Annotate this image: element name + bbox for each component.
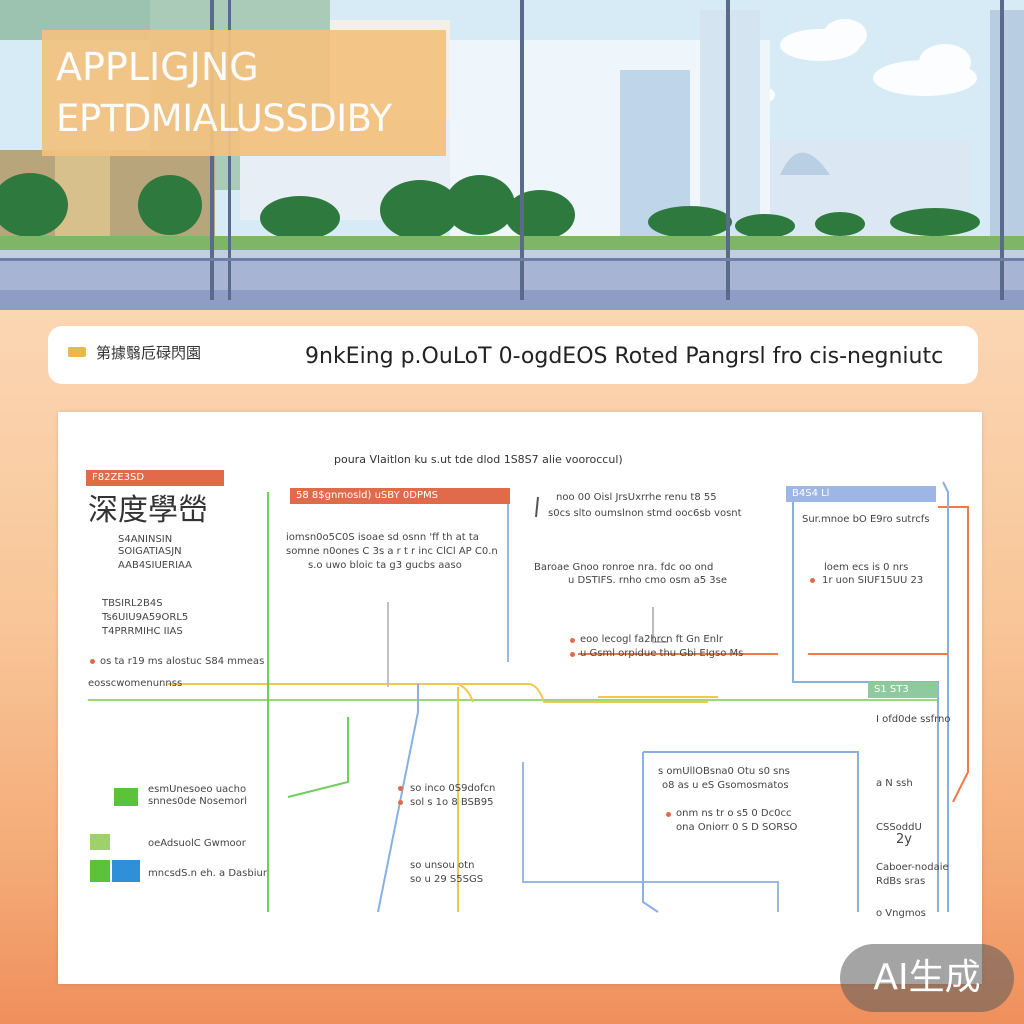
subtitle-right: 9nkEing p.OuLoT 0-ogdEOS Rotеd Pangrsl f… (305, 344, 944, 369)
bullet-dot (570, 638, 575, 643)
logo-icon (68, 347, 86, 357)
bullet-dot (570, 652, 575, 657)
tag-section-3: B4S4 Ll (786, 486, 936, 502)
col1-line-6: T4PRRMIHC IIAS (102, 626, 183, 637)
box-bottom-4: ona Oniorr 0 S D SORSO (676, 822, 798, 833)
right-row-2: a N ssh (876, 778, 913, 789)
legend-line-1: esmUnesoeo uacho (148, 784, 247, 795)
col1-line-1: S4ANINSIN (118, 534, 173, 545)
tag-section-2: 58 8$gnmosld) uSBY 0DPMS (290, 488, 510, 504)
right-row-4: 2y (896, 832, 912, 847)
legend-line-4: mncsdS.n eh. a Dasbiur (148, 868, 267, 879)
right-row-7: o Vngmos (876, 908, 926, 919)
legend-line-3: oeAdsuolC Gwmoor (148, 838, 246, 849)
title-banner: APPLIGJNG EPTDMIALUSSDIBY (42, 30, 446, 156)
col3-line-3: Baroae Gnoo ronroe nra. fdc oo ond (534, 562, 714, 573)
big-label: 深度學嵤 (88, 493, 208, 528)
mid-bottom-1: so inco 0S9dofcn (410, 783, 496, 794)
bullet-dot (398, 800, 403, 805)
box-bottom-3: onm ns tr o s5 0 Dc0cc (676, 808, 792, 819)
mid-bottom-2: sol s 1o 8 BSB95 (410, 797, 494, 808)
flowchart-document: poura Vlaitlon ku s.ut tde dlod 1S8S7 al… (58, 412, 982, 984)
title-line-1: APPLIGJNG (56, 45, 259, 89)
title-line-2: EPTDMIALUSSDIBY (56, 97, 392, 140)
right-row-1: I ofd0de ssfrno (876, 714, 951, 725)
legend-green-2-icon (90, 860, 110, 882)
right-row-5: Caboer-nodaie (876, 862, 949, 873)
document-header: poura Vlaitlon ku s.ut tde dlod 1S8S7 al… (334, 453, 623, 466)
tag-section-4: S1 ST3 (868, 682, 938, 698)
col2-line-2: somne n0ones C 3s a r t r inc ClCl AP C0… (286, 546, 498, 557)
subtitle-bar (48, 326, 978, 384)
col4-line-1: Sur.mnoe bO E9ro sutrcfs (802, 514, 930, 525)
box-bottom-1: s omUllOBsna0 Otu s0 sns (658, 766, 790, 777)
subtitle-left: 第據翳卮碌閃園 (96, 344, 202, 362)
box-bottom-2: o8 as u eS Gsomosmatos (662, 780, 789, 791)
col1-line-5: Ts6UIU9A59ORL5 (102, 612, 189, 623)
bullet-dot (810, 578, 815, 583)
tag-section-1: F82ZE3SD (86, 470, 224, 486)
col3b-line-1: eoo lecogl fa2hrcn ft Gn Enlr (580, 634, 723, 645)
col1-line-2: SOIGATIASJN (118, 546, 182, 557)
bullet-dot (90, 659, 95, 664)
col3-line-2: s0cs slto oumslnon stmd ooc6sb vosnt (548, 508, 742, 519)
col3-line-1: noo 00 Oisl JrsUxrrhe renu t8 55 (556, 492, 717, 503)
col1-line-3: AAB4SIUERIAA (118, 560, 192, 571)
connector-lines (88, 481, 969, 913)
col3b-line-2: u Gsml orpidue thu Gbi EIgso Ms (580, 648, 744, 659)
legend-green-icon (114, 788, 138, 806)
left-row-2: eosscwomenunnss (88, 678, 183, 689)
col4-line-2: loem ecs is 0 nrs (824, 562, 909, 573)
ai-generated-badge: AI生成 (840, 944, 1014, 1012)
right-row-3: CSSoddU (876, 822, 922, 833)
legend-lime-icon (90, 834, 110, 850)
col3-line-4: u DSTIFS. rnho cmo osm a5 3se (568, 575, 727, 586)
bullet-dot (666, 812, 671, 817)
col2-line-1: iomsn0o5C0S isoae sd osnn 'ff th at ta (286, 532, 479, 543)
col1-line-4: TBSIRL2B4S (102, 598, 163, 609)
right-row-6: RdBs sras (876, 876, 926, 887)
legend-line-2: snnes0de Nosemorl (148, 796, 247, 807)
col2-line-3: s.o uwo bloic ta g3 gucbs aaso (308, 560, 462, 571)
mid-bottom-4: so u 29 S5SGS (410, 874, 484, 885)
col4-line-3: 1r uon SIUF15UU 23 (822, 575, 924, 586)
legend-blue-icon (112, 860, 140, 882)
mid-bottom-3: so unsou otn (410, 860, 475, 871)
left-row-1: os ta r19 ms alostuc S84 mmeas (100, 656, 265, 667)
bullet-dot (398, 786, 403, 791)
